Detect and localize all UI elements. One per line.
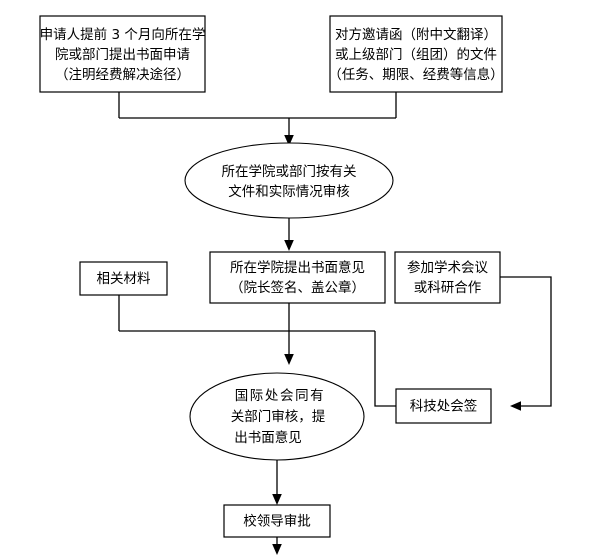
academic-conference-line-2: 或科研合作: [414, 280, 482, 296]
connector-academic-conference-to-science-tech: [500, 276, 552, 407]
arrowhead-college-review: [284, 135, 294, 146]
node-science-tech-office[interactable]: 科技处会签: [395, 388, 492, 424]
arrowhead-international-office: [284, 354, 294, 365]
applicant-request-line-2: 院或部门提出书面申请: [55, 47, 190, 63]
invitation-letter-box[interactable]: [329, 15, 503, 93]
written-opinion-line-2: （院长签名、盖公章）: [230, 279, 365, 296]
node-related-materials[interactable]: 相关材料: [79, 261, 168, 296]
invitation-letter-line-1: 对方邀请函（附中文翻译）: [335, 27, 497, 43]
college-review-line-2: 文件和实际情况审核: [228, 184, 350, 200]
international-office-line-1: 国际处会同有: [235, 388, 326, 404]
arrowhead-school-leader-approval: [272, 494, 282, 505]
academic-conference-box[interactable]: [394, 251, 501, 304]
invitation-letter-line-3: （任务、期限、经费等信息）: [328, 66, 504, 83]
international-office-line-2: 关部门审核，提: [231, 409, 326, 425]
international-office-ellipse[interactable]: [189, 372, 365, 461]
connector-layer: [118, 92, 552, 555]
applicant-request-line-1: 申请人提前 3 个月向所在学: [40, 26, 206, 43]
written-opinion-line-1: 所在学院提出书面意见: [230, 259, 365, 276]
applicant-request-line-3: （注明经费解决途径）: [55, 66, 190, 83]
connector-bar-to-science-tech: [374, 331, 396, 407]
arrowhead-science-tech-office: [510, 401, 521, 411]
invitation-letter-line-2: 或上级部门（组团）的文件: [335, 47, 497, 63]
node-international-office[interactable]: 国际处会同有 关部门审核，提 出书面意见: [189, 372, 365, 461]
applicant-request-box[interactable]: [39, 15, 206, 93]
college-review-line-1: 所在学院或部门按有关: [222, 164, 357, 180]
academic-conference-line-1: 参加学术会议: [407, 259, 488, 276]
node-college-review[interactable]: 所在学院或部门按有关 文件和实际情况审核: [184, 142, 394, 219]
node-academic-conference[interactable]: 参加学术会议 或科研合作: [394, 251, 501, 304]
related-materials-label: 相关材料: [97, 271, 151, 287]
written-opinion-box[interactable]: [209, 251, 386, 304]
related-materials-box[interactable]: [79, 261, 168, 296]
node-invitation-letter[interactable]: 对方邀请函（附中文翻译） 或上级部门（组团）的文件 （任务、期限、经费等信息）: [328, 15, 504, 93]
school-leader-approval-box[interactable]: [223, 504, 331, 538]
node-applicant-request[interactable]: 申请人提前 3 个月向所在学 院或部门提出书面申请 （注明经费解决途径）: [39, 15, 206, 93]
node-school-leader-approval[interactable]: 校领导审批: [223, 504, 331, 538]
school-leader-approval-label: 校领导审批: [243, 513, 311, 530]
international-office-line-3: 出书面意见: [234, 429, 302, 446]
science-tech-office-label: 科技处会签: [410, 398, 478, 415]
science-tech-office-box[interactable]: [395, 388, 492, 424]
arrowhead-written-opinion: [284, 240, 294, 251]
college-review-ellipse[interactable]: [184, 142, 394, 219]
arrowhead-next-step: [272, 544, 282, 555]
node-written-opinion[interactable]: 所在学院提出书面意见 （院长签名、盖公章）: [209, 251, 386, 304]
